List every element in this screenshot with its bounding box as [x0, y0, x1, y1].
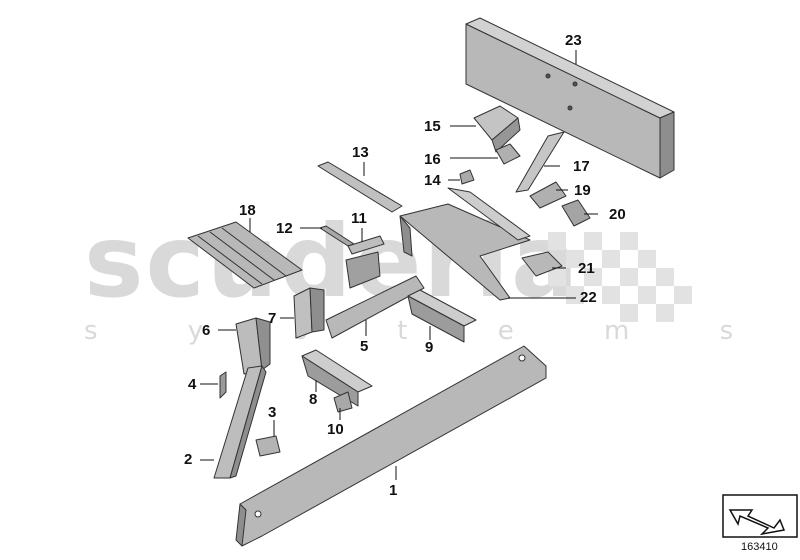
- callout-7: 7: [268, 310, 277, 327]
- leader-lines: [200, 50, 598, 480]
- callout-17: 17: [573, 158, 590, 175]
- part-2: [213, 365, 267, 479]
- part-3: [255, 435, 281, 457]
- callout-4: 4: [188, 376, 197, 393]
- callout-6: 6: [202, 322, 211, 339]
- part-18: [187, 221, 303, 289]
- part-15: [473, 105, 521, 153]
- part-12: [319, 225, 355, 247]
- part-10: [333, 391, 353, 413]
- figure-number: 163410: [741, 541, 778, 553]
- part-23: [465, 17, 675, 179]
- callout-12: 12: [276, 220, 293, 237]
- callout-20: 20: [609, 206, 626, 223]
- part-14: [459, 169, 475, 185]
- callout-13: 13: [352, 144, 369, 161]
- part-4: [219, 371, 227, 399]
- part-16: [495, 143, 521, 165]
- callout-14: 14: [424, 172, 441, 189]
- part-1: [235, 345, 547, 547]
- callout-1: 1: [389, 482, 398, 499]
- callout-2: 2: [184, 451, 193, 468]
- callout-23: 23: [565, 32, 582, 49]
- part-22: [399, 187, 531, 301]
- callout-16: 16: [424, 151, 441, 168]
- callout-19: 19: [574, 182, 591, 199]
- part-17: [515, 131, 565, 193]
- callout-8: 8: [309, 391, 318, 408]
- part-6: [235, 317, 271, 375]
- part-13: [317, 161, 403, 213]
- arrow-nav-icon[interactable]: [722, 494, 798, 538]
- callout-22: 22: [580, 289, 597, 306]
- part-5: [325, 275, 425, 339]
- part-20: [561, 199, 591, 227]
- part-19: [529, 181, 567, 209]
- callout-3: 3: [268, 404, 277, 421]
- callout-21: 21: [578, 260, 595, 277]
- callout-15: 15: [424, 118, 441, 135]
- callout-5: 5: [360, 338, 369, 355]
- part-7: [293, 287, 325, 339]
- callout-10: 10: [327, 421, 344, 438]
- callout-9: 9: [425, 339, 434, 356]
- part-11: [345, 235, 385, 289]
- callout-18: 18: [239, 202, 256, 219]
- part-21: [521, 251, 563, 277]
- part-9: [407, 289, 477, 343]
- callout-11: 11: [351, 210, 367, 227]
